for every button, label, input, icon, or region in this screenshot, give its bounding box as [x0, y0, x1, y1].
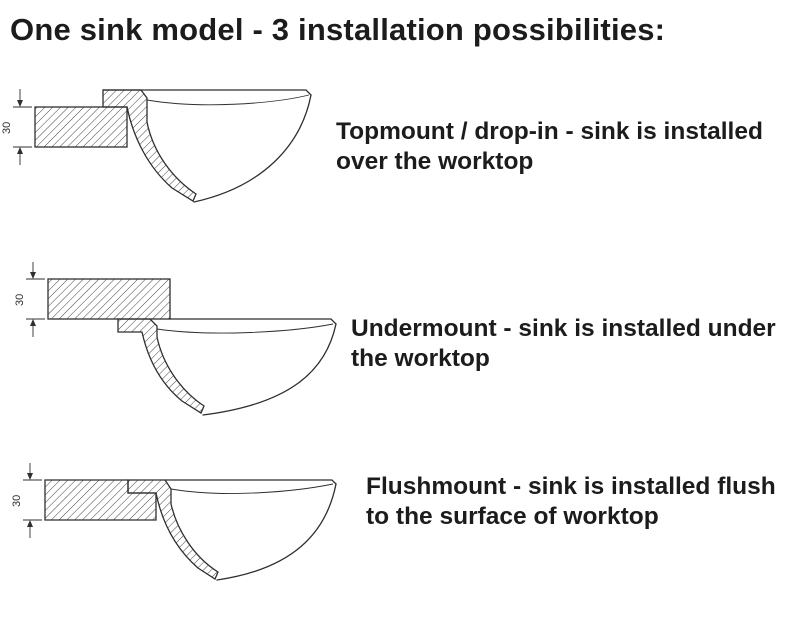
sink-bowl-outline [164, 479, 337, 581]
dimension-undermount: 30 [14, 262, 45, 337]
description-topmount: Topmount / drop-in - sink is installed o… [336, 117, 763, 175]
page-title: One sink model - 3 installation possibil… [10, 12, 666, 47]
undermount-diagram: 30 [14, 262, 337, 416]
description-flushmount: Flushmount - sink is installed flush to … [366, 473, 776, 530]
sink-bowl-outline [156, 318, 337, 416]
flushmount-diagram: 30 [11, 463, 337, 581]
sink-wall-section [117, 318, 205, 414]
dimension-label: 30 [1, 122, 13, 134]
sink-wall-section [127, 479, 219, 580]
section-flushmount: 30 Flushmount - sink is installed flush … [0, 462, 800, 597]
page: One sink model - 3 installation possibil… [0, 12, 800, 633]
section-undermount: 30 Undermount - sink is installed under … [0, 261, 800, 426]
worktop-section [34, 106, 128, 148]
sink-bowl-outline [102, 89, 312, 203]
dimension-flushmount: 30 [11, 463, 42, 538]
section-topmount: 30 Topmount / drop-in - sink is installe… [0, 74, 800, 219]
dimension-topmount: 30 [1, 89, 32, 165]
dimension-label: 30 [11, 495, 23, 507]
description-undermount: Undermount - sink is installed under the… [351, 314, 776, 372]
worktop-section [47, 278, 171, 320]
sink-wall-section [102, 89, 197, 202]
dimension-label: 30 [14, 294, 26, 306]
topmount-diagram: 30 [1, 89, 312, 203]
